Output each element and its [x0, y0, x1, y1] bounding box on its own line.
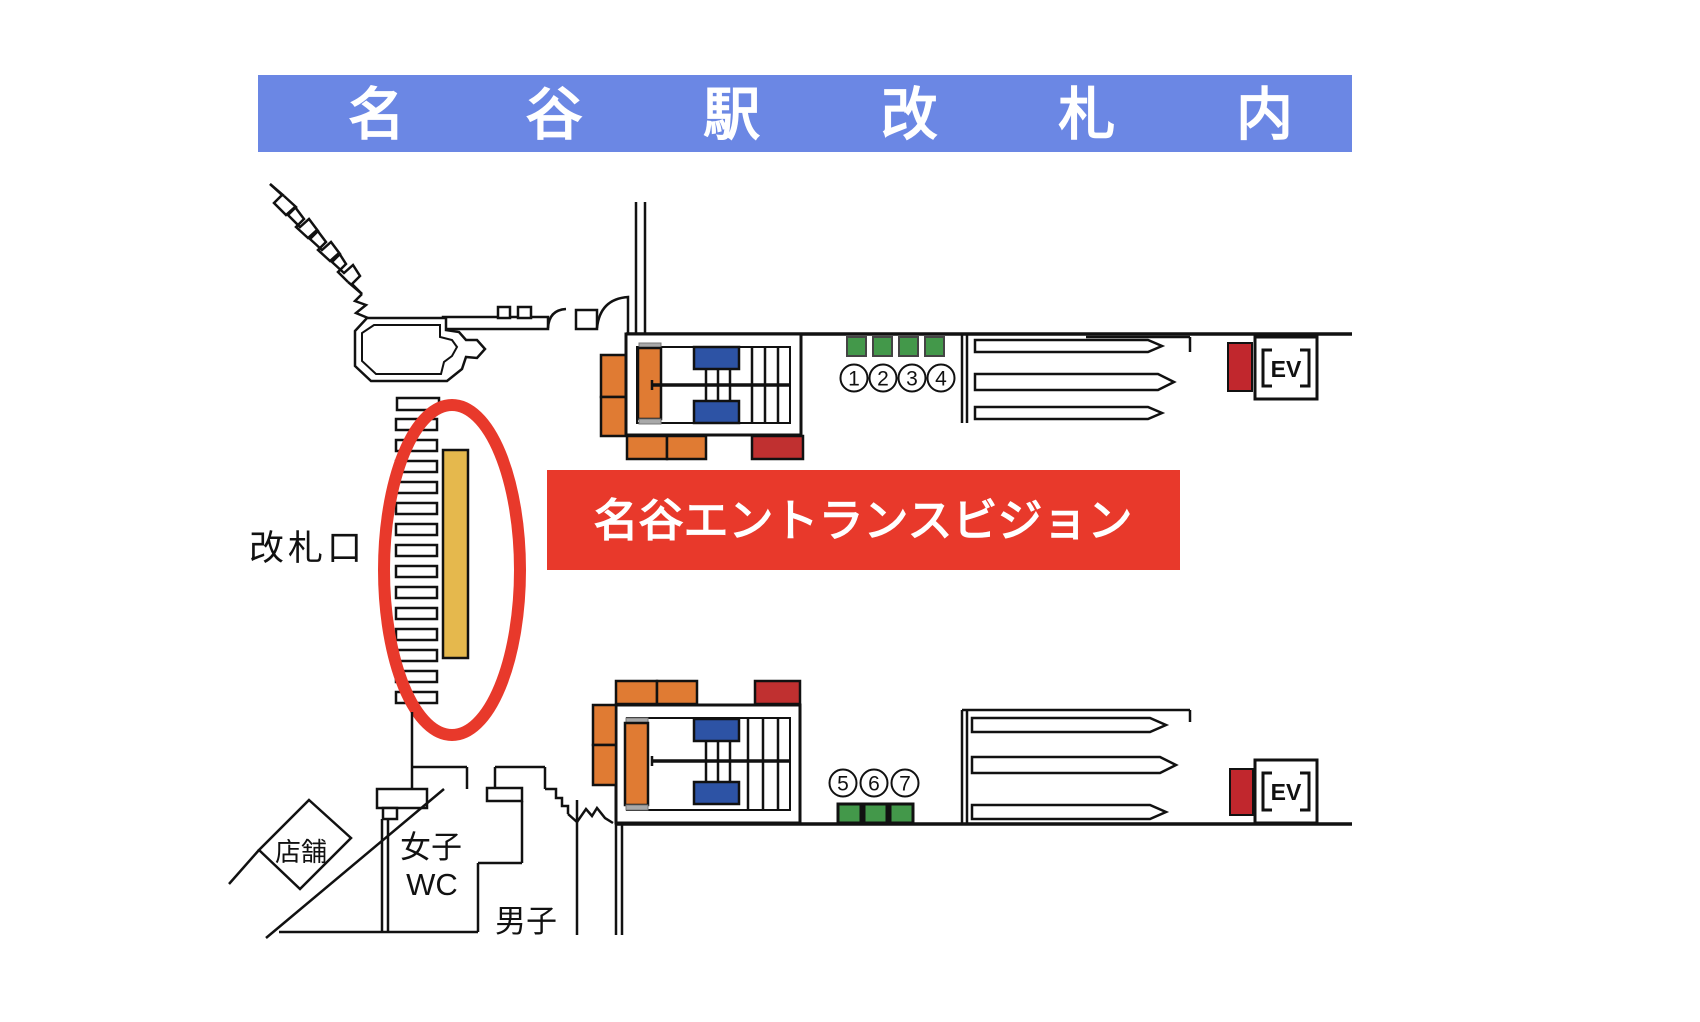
gate-number-3: 3 — [906, 368, 918, 391]
gate-number-6: 6 — [868, 773, 880, 796]
elevator-shaft-red — [1227, 342, 1253, 392]
shop-kiosk — [257, 798, 353, 891]
bracket-right-icon — [1300, 771, 1311, 812]
gate-number-1: 1 — [848, 368, 860, 391]
upper-elevator: EV — [1227, 335, 1319, 401]
gate-marker — [872, 336, 893, 357]
vision-banner: 名谷エントランスビジョン — [547, 470, 1180, 570]
highlight-ellipse — [378, 399, 526, 741]
header-banner: 名谷駅改札内 — [258, 75, 1352, 152]
platform-staircase — [269, 183, 369, 320]
upper-gate-markers: 1 2 3 4 — [839, 336, 956, 393]
restroom-labels: 女子 WC 男子 — [400, 830, 557, 939]
stair-landing — [692, 345, 741, 371]
door-arc-large — [595, 295, 630, 334]
restroom-area-walls — [279, 712, 624, 935]
door-counter-cluster — [441, 295, 630, 334]
staircase-connector — [352, 293, 369, 320]
upper-right-ramps — [960, 334, 1192, 423]
stair-landing — [692, 717, 741, 743]
gate-marker — [862, 802, 889, 825]
gate-marker — [898, 336, 919, 357]
entrance-vision-screen — [441, 448, 470, 660]
gate-marker — [836, 802, 863, 825]
gate-marker — [846, 336, 867, 357]
gate-number-5: 5 — [837, 773, 849, 796]
bracket-right-icon — [1300, 348, 1311, 388]
vision-banner-bg — [547, 470, 1180, 570]
lower-gate-markers: 5 6 7 — [828, 768, 920, 825]
lower-right-ramps — [960, 708, 1192, 823]
stair-landing — [692, 399, 741, 425]
station-booth — [353, 316, 487, 412]
upper-wall — [634, 202, 647, 334]
gate-label: 改札口 — [249, 529, 366, 568]
elevator-shaft-red — [1229, 768, 1254, 816]
gate-number-4: 4 — [935, 368, 947, 391]
bracket-left-icon — [1261, 771, 1272, 812]
womens-wc-label: WC — [406, 867, 458, 902]
gate-marker — [888, 802, 915, 825]
elevator-top-label: EV — [1271, 356, 1302, 382]
vision-banner-label: 名谷エントランスビジョン — [593, 495, 1132, 546]
upper-stairs-structure — [599, 332, 805, 461]
lower-elevator: EV — [1229, 758, 1319, 825]
door-arc-small — [546, 307, 567, 329]
gate-marker — [924, 336, 945, 357]
mens-label: 男子 — [495, 904, 557, 939]
shop-area: 店舗 — [228, 788, 445, 939]
step-wall — [545, 787, 570, 814]
stair-landing — [692, 780, 741, 806]
elevator-bottom-label: EV — [1271, 779, 1302, 805]
womens-label: 女子 — [400, 830, 462, 865]
gate-number-7: 7 — [899, 773, 911, 796]
shop-label: 店舗 — [275, 837, 327, 867]
zigzag-wall — [567, 805, 614, 825]
escalator-down — [623, 721, 650, 807]
gate-number-2: 2 — [877, 368, 889, 391]
header-banner-bg — [258, 75, 1352, 152]
lower-stairs-structure — [591, 679, 802, 825]
bracket-left-icon — [1261, 348, 1272, 388]
